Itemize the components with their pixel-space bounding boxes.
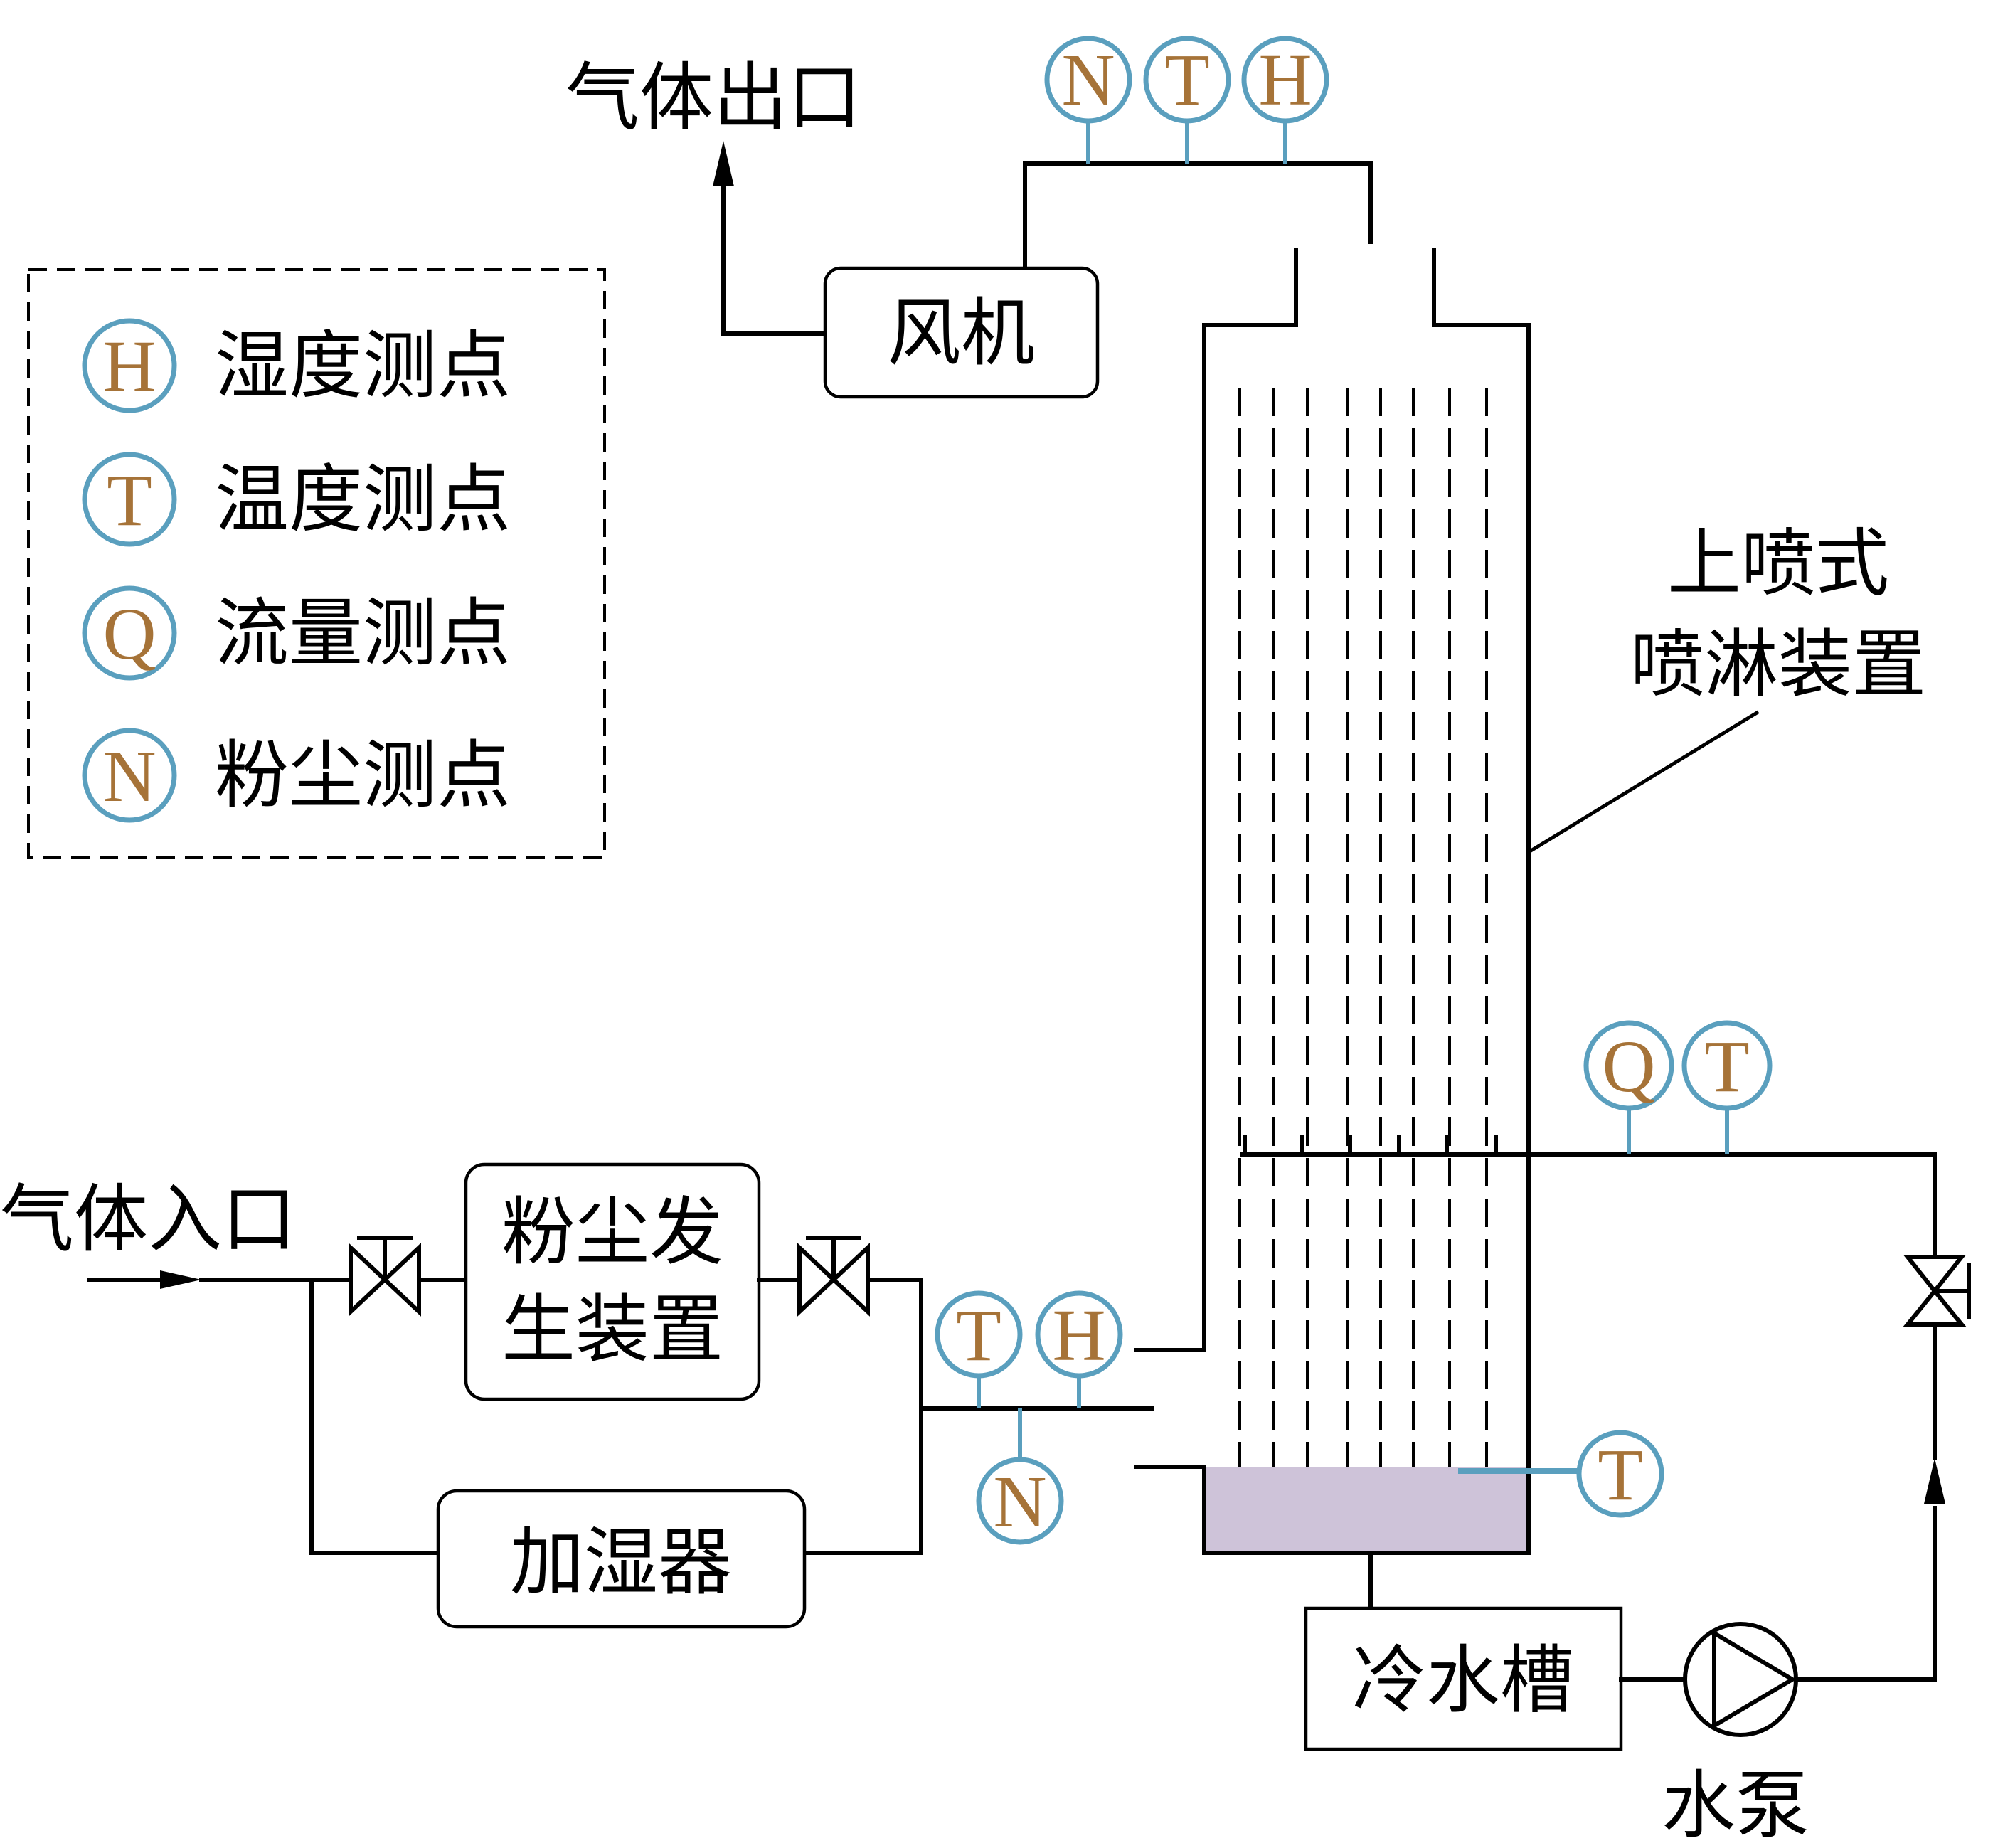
- legend-letter-t: T: [107, 460, 152, 541]
- inlet-sensors: T H N: [935, 1290, 1123, 1545]
- water-pump-triangle: [1712, 1629, 1797, 1730]
- fan-duct: [1023, 161, 1373, 270]
- inlet-temperature-letter: T: [956, 1295, 1001, 1376]
- spray-line-sensors: Q T: [1583, 1020, 1773, 1154]
- legend-letter-n: N: [102, 736, 156, 817]
- top-dust-sensor: [1044, 36, 1132, 124]
- outlet-valve-icon: [797, 1236, 870, 1317]
- legend-item-flow: Q 流量测点: [82, 585, 511, 681]
- top-humidity-sensor: [1241, 36, 1329, 124]
- inlet-humidity-letter: H: [1052, 1295, 1105, 1376]
- cold-water-tank-box: [1304, 1606, 1623, 1751]
- fan-box: [823, 266, 1100, 399]
- inlet-temperature-sensor: [935, 1290, 1023, 1379]
- gas-outlet-label: 气体出口: [565, 54, 861, 141]
- gas-outlet-section: 气体出口 风机: [565, 54, 1373, 399]
- dust-generator-label-line2: 生装置: [501, 1286, 723, 1373]
- cold-water-tank-label: 冷水槽: [1352, 1637, 1574, 1724]
- tower-water-pool: [1204, 1467, 1529, 1553]
- spray-device-label-line2: 喷淋装置: [1630, 621, 1926, 708]
- legend-frame: [27, 268, 606, 859]
- spray-flow-sensor: [1583, 1020, 1674, 1111]
- gas-inlet-arrow-icon: [160, 1270, 201, 1289]
- water-loop: 冷水槽 水泵: [1304, 1152, 1971, 1848]
- water-pump-icon: [1683, 1622, 1798, 1737]
- legend-item-humidity: H 湿度测点: [82, 318, 511, 413]
- top-temperature-sensor: [1143, 36, 1231, 124]
- tower-left-wall: [1134, 248, 1298, 1352]
- legend: H 湿度测点 T 温度测点 Q 流量测点 N 粉尘测点: [27, 268, 606, 859]
- dust-generator-label-line1: 粉尘发: [501, 1189, 723, 1275]
- inlet-valve-icon: [349, 1236, 421, 1317]
- gas-inlet-section: 气体入口 粉尘发 生装置 加湿器: [0, 1162, 1154, 1629]
- legend-letter-h: H: [102, 326, 156, 408]
- spray-flow-letter: Q: [1602, 1026, 1655, 1108]
- spray-temperature-letter: T: [1704, 1026, 1750, 1108]
- tower-right-wall: [1432, 248, 1531, 1555]
- inlet-dust-letter: N: [993, 1461, 1046, 1543]
- tank-temperature-letter: T: [1598, 1434, 1643, 1516]
- spray-curtains: [1238, 388, 1488, 1467]
- spray-temperature-sensor: [1681, 1020, 1773, 1111]
- legend-letter-q: Q: [102, 593, 156, 675]
- legend-label-flow: 流量测点: [215, 590, 511, 676]
- legend-item-dust: N 粉尘测点: [82, 728, 511, 823]
- spray-tower: T: [1134, 248, 1937, 1555]
- gas-inlet-label: 气体入口: [0, 1176, 296, 1263]
- tank-temperature-sensor: [1576, 1430, 1664, 1518]
- fan-label: 风机: [887, 290, 1035, 376]
- water-flow-arrow-icon: [1924, 1458, 1945, 1504]
- top-humidity-letter: H: [1258, 39, 1312, 121]
- spray-device-label-line1: 上喷式: [1667, 520, 1889, 607]
- right-valve-icon: [1903, 1255, 1971, 1327]
- top-dust-letter: N: [1061, 39, 1115, 121]
- spray-nozzles: [1243, 1135, 1498, 1157]
- inlet-humidity-sensor: [1035, 1290, 1123, 1379]
- legend-label-dust: 粉尘测点: [215, 732, 511, 819]
- spray-device-callout: 上喷式 喷淋装置: [1526, 520, 1926, 855]
- humidifier-label: 加湿器: [510, 1519, 732, 1605]
- inlet-dust-sensor: [976, 1457, 1064, 1545]
- humidifier-box: [436, 1489, 807, 1629]
- legend-item-temperature: T 温度测点: [82, 452, 511, 547]
- legend-label-humidity: 湿度测点: [215, 322, 511, 409]
- legend-label-temperature: 温度测点: [215, 456, 511, 543]
- tower-bottom: [1134, 1465, 1531, 1555]
- gas-outlet-arrow-icon: [713, 141, 734, 186]
- top-sensors: N T H: [1044, 36, 1329, 164]
- water-pump-label: 水泵: [1662, 1762, 1809, 1848]
- top-temperature-letter: T: [1164, 39, 1210, 121]
